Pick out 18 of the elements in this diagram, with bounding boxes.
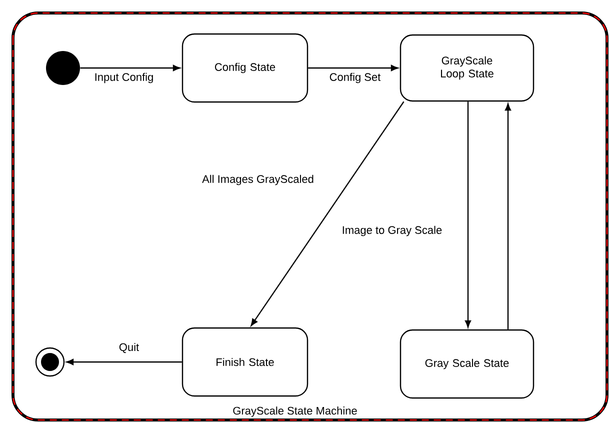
edge-label: Config Set: [328, 72, 382, 84]
transition-arrow: [504, 103, 512, 330]
state-box: Finish State: [182, 327, 308, 397]
state-box: Config State: [182, 33, 308, 103]
edge-label: Quit: [118, 342, 140, 354]
final-state: [35, 347, 65, 377]
transition-arrow: [250, 101, 404, 326]
transition-arrow: [66, 358, 182, 366]
transition-arrow: [80, 64, 180, 72]
edge-label: All Images GrayScaled: [201, 174, 315, 186]
frame-title: GrayScale State Machine: [233, 406, 357, 417]
state-box: GrayScale Loop State: [400, 34, 534, 102]
initial-state: [46, 51, 80, 85]
edge-label: Input Config: [93, 72, 155, 84]
state-box: Gray Scale State: [400, 329, 534, 399]
edge-label: Image to Gray Scale: [340, 224, 444, 238]
transition-arrow: [308, 64, 398, 72]
transition-arrow: [464, 102, 472, 328]
